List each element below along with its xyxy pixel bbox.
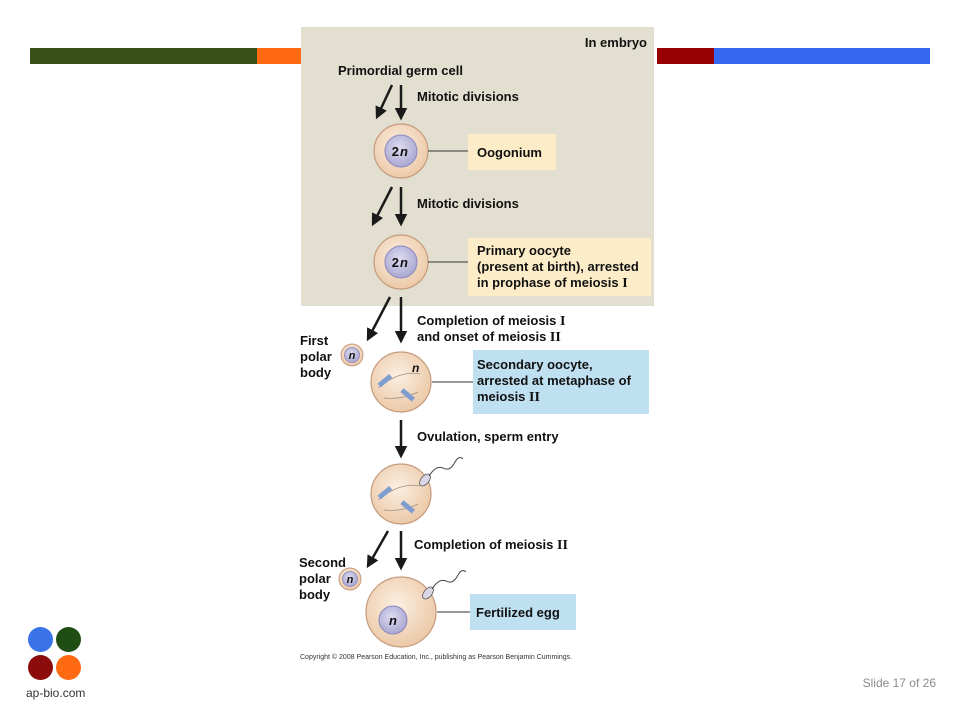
sperm-tail-2 <box>431 570 467 590</box>
step-ovulation: Ovulation, sperm entry <box>417 429 559 444</box>
step-meiosis-1-line1: Completion of meiosis I <box>417 313 565 329</box>
fertilized-egg-label: Fertilized egg <box>476 605 560 620</box>
logo-circle-blue <box>28 627 53 652</box>
oogonium-label-box <box>468 134 556 170</box>
primary-oocyte-label-line3-text: in prophase of meiosis <box>477 275 622 290</box>
oogonium-cell: 2 n <box>373 123 429 179</box>
logo-circle-green <box>56 627 81 652</box>
oogonium-ploidy-n: n <box>400 144 408 159</box>
step-mitosis-1: Mitotic divisions <box>417 89 519 104</box>
arrow-mitosis-2-diagonal <box>371 186 394 227</box>
step-meiosis-1-line2: and onset of meiosis II <box>417 329 561 345</box>
primordial-germ-cell-label: Primordial germ cell <box>338 63 463 78</box>
slide-number: Slide 17 of 26 <box>862 676 936 690</box>
fertilized-egg-label-box <box>470 594 576 630</box>
second-polar-ploidy: n <box>347 574 354 586</box>
step-mitosis-2: Mitotic divisions <box>417 196 519 211</box>
primary-oocyte-label-line3: in prophase of meiosis I <box>477 275 628 291</box>
primary-oocyte-label-line1: Primary oocyte <box>477 243 571 258</box>
oogonium-label: Oogonium <box>477 145 542 160</box>
second-polar-body-label-line1: Second <box>299 555 346 570</box>
step-meiosis-2: Completion of meiosis II <box>414 537 568 553</box>
header-bar-red <box>657 48 714 64</box>
arrow-meiosis-2-diagonal <box>366 530 390 569</box>
copyright-text: Copyright © 2008 Pearson Education, Inc.… <box>300 653 572 661</box>
second-polar-body-label-line3: body <box>299 587 331 602</box>
secondary-oocyte-label-line1: Secondary oocyte, <box>477 357 593 372</box>
arrow-meiosis-1-diagonal <box>366 296 392 342</box>
first-polar-ploidy: n <box>349 350 356 362</box>
secondary-oocyte-label-line3: meiosis II <box>477 389 540 405</box>
arrow-mitosis-1-diagonal <box>375 84 394 120</box>
oocyte-with-sperm <box>370 457 464 525</box>
fertilized-ploidy: n <box>389 613 397 628</box>
primary-ploidy: 2 <box>392 255 399 270</box>
secondary-oocyte-label-line3-text: meiosis <box>477 389 529 404</box>
first-polar-body-label-line1: First <box>300 333 329 348</box>
step-meiosis-2-final-roman: II <box>557 538 568 553</box>
embryo-region-label: In embryo <box>585 35 647 50</box>
secondary-oocyte-label-box <box>473 350 649 414</box>
logo-circle-red <box>28 655 53 680</box>
step-meiosis-1-line2-text: and onset of meiosis <box>417 329 550 344</box>
secondary-oocyte-cell: n <box>370 351 432 413</box>
primary-oocyte-label-box <box>468 238 651 296</box>
header-bar-orange <box>257 48 303 64</box>
secondary-ploidy: n <box>412 361 419 375</box>
first-polar-body-label-line2: polar <box>300 349 332 364</box>
step-meiosis-2-roman: II <box>550 330 561 345</box>
primary-ploidy-n: n <box>400 255 408 270</box>
step-meiosis-1-roman: I <box>560 314 565 329</box>
fertilized-egg-cell: n <box>365 570 467 648</box>
first-polar-body-label-line3: body <box>300 365 332 380</box>
oogonium-ploidy: 2 <box>392 144 399 159</box>
primary-oocyte-cell: 2 n <box>373 234 429 290</box>
ap-bio-logo <box>28 627 84 683</box>
logo-circle-orange <box>56 655 81 680</box>
primary-oocyte-label-line2: (present at birth), arrested <box>477 259 639 274</box>
step-meiosis-1-line1-text: Completion of meiosis <box>417 313 560 328</box>
step-meiosis-2-text: Completion of meiosis <box>414 537 557 552</box>
header-bar-blue <box>714 48 930 64</box>
second-polar-body: n <box>338 567 362 591</box>
brand-label: ap-bio.com <box>26 686 86 700</box>
secondary-oocyte-roman: II <box>529 390 540 405</box>
second-polar-body-label-line2: polar <box>299 571 331 586</box>
header-bar-green <box>30 48 257 64</box>
primary-oocyte-roman: I <box>622 276 627 291</box>
first-polar-body: n <box>340 343 364 367</box>
sperm-tail-1 <box>428 457 464 477</box>
secondary-oocyte-label-line2: arrested at metaphase of <box>477 373 632 388</box>
